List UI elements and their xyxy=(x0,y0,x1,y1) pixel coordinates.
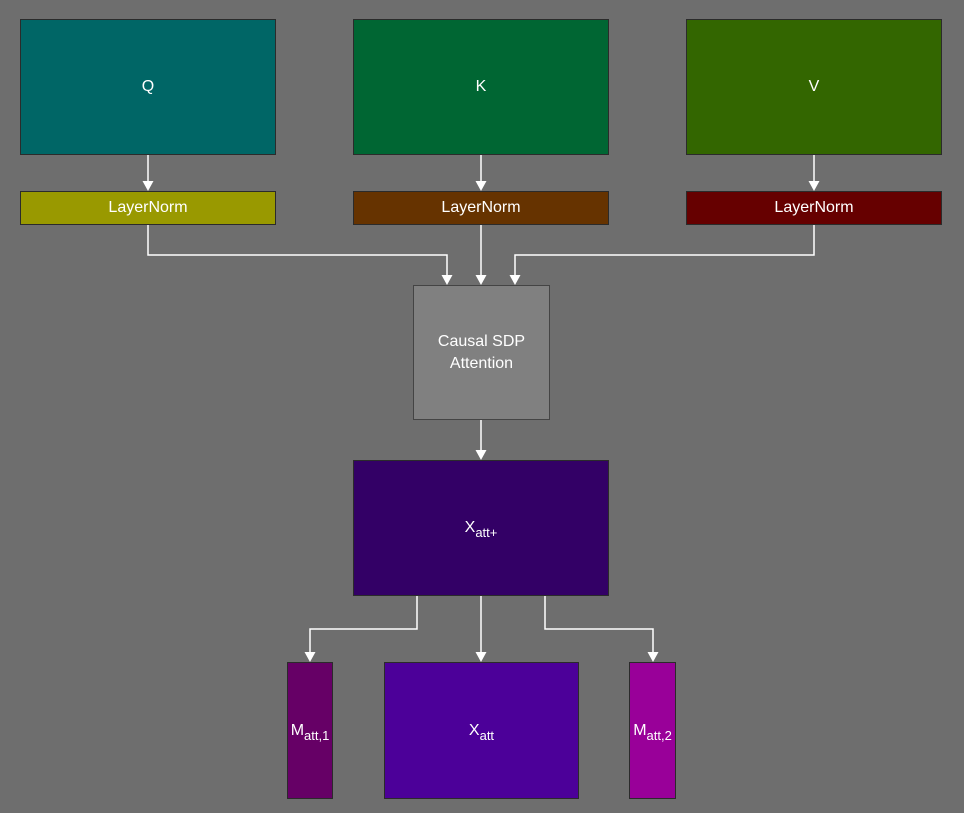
m-att-2-base: M xyxy=(633,721,647,739)
m-att-1-base: M xyxy=(290,721,305,739)
m-att-1-node: Matt,1 xyxy=(287,662,333,799)
arrowhead-layernorm-v-to-attention xyxy=(509,275,521,285)
x-att-plus-subscript: att+ xyxy=(475,525,498,540)
m-att-2-node: Matt,2 xyxy=(629,662,676,799)
x-att-plus-base: X xyxy=(464,519,476,536)
attention-label-line-2: Attention xyxy=(449,354,514,372)
layernorm-q-label: LayerNorm xyxy=(108,199,188,216)
arrowhead-x-att-plus-to-x-att xyxy=(475,652,487,662)
layernorm-v-label: LayerNorm xyxy=(774,199,854,216)
x-att-plus-node: Xatt+ xyxy=(353,460,609,596)
arrowhead-q-to-layernorm xyxy=(142,181,154,191)
arrowhead-attention-to-x-att-plus xyxy=(475,450,487,460)
arrowhead-x-att-plus-to-m-att-1 xyxy=(304,652,316,662)
attention-label-line-1: Causal SDP xyxy=(437,332,526,350)
arrowhead-k-to-layernorm xyxy=(475,181,487,191)
m-att-2-label: Matt,2 xyxy=(633,720,672,742)
arrowhead-v-to-layernorm xyxy=(808,181,820,191)
x-att-label: Xatt xyxy=(469,720,494,742)
x-att-base: X xyxy=(468,721,480,739)
edge-x-att-plus-to-m-att-1 xyxy=(309,596,418,654)
edge-x-att-plus-to-m-att-2 xyxy=(544,596,654,654)
m-att-1-label: Matt,1 xyxy=(291,720,330,742)
layernorm-k-label: LayerNorm xyxy=(441,199,521,216)
arrowhead-layernorm-q-to-attention xyxy=(441,275,453,285)
v-node: V xyxy=(686,19,942,155)
q-label: Q xyxy=(141,78,155,95)
k-label: K xyxy=(475,78,487,95)
causal-sdp-attention-node: Causal SDP Attention xyxy=(413,285,550,420)
x-att-node: Xatt xyxy=(384,662,579,799)
v-label: V xyxy=(808,78,820,95)
q-node: Q xyxy=(20,19,276,155)
layernorm-q-node: LayerNorm xyxy=(20,191,276,225)
m-att-2-subscript: att,2 xyxy=(646,727,672,743)
m-att-1-subscript: att,1 xyxy=(304,727,330,743)
arrowhead-x-att-plus-to-m-att-2 xyxy=(647,652,659,662)
layernorm-k-node: LayerNorm xyxy=(353,191,609,225)
x-att-plus-label: Xatt+ xyxy=(465,517,498,539)
layernorm-v-node: LayerNorm xyxy=(686,191,942,225)
x-att-subscript: att xyxy=(479,727,495,743)
edge-layernorm-q-to-attention xyxy=(147,225,448,277)
edge-layernorm-v-to-attention xyxy=(514,225,815,277)
k-node: K xyxy=(353,19,609,155)
arrowhead-layernorm-k-to-attention xyxy=(475,275,487,285)
